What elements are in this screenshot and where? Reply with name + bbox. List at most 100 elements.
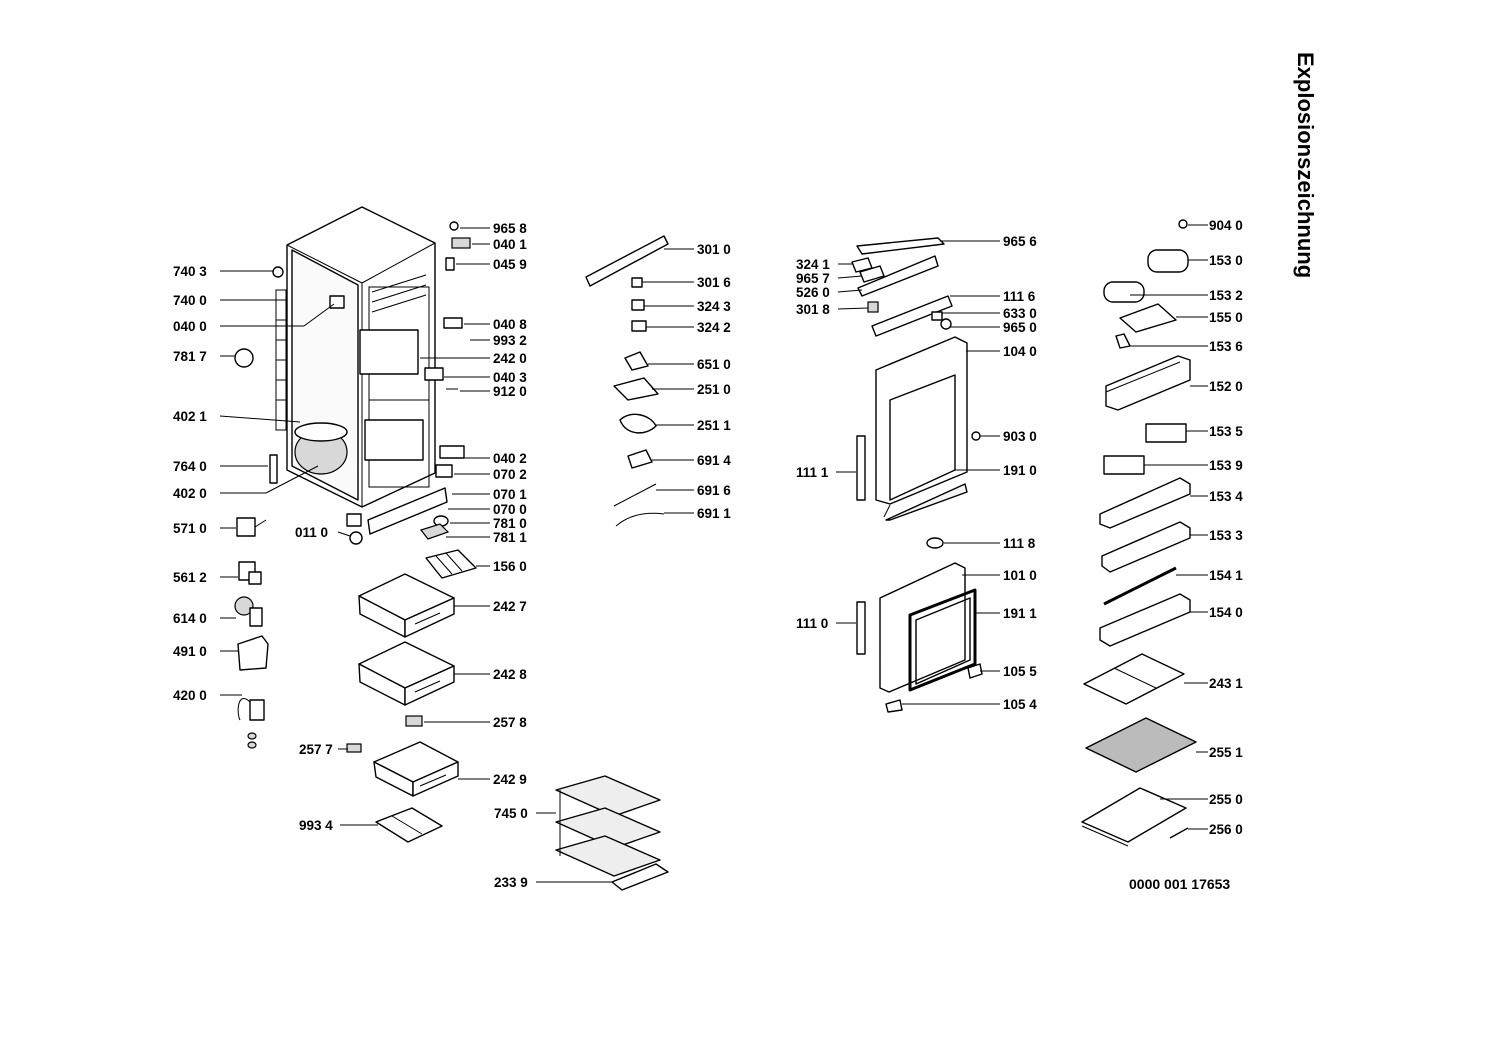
wire-rack-drawing (1085, 717, 1197, 773)
clip-small-drawing (346, 743, 362, 753)
callout-4200: 420 0 (173, 688, 207, 703)
callout-9656: 965 6 (1003, 234, 1037, 249)
switch-drawing (631, 299, 645, 311)
callout-0402: 040 2 (493, 451, 527, 466)
part-drawings (234, 206, 1197, 891)
door-shelf-large-drawing (1105, 355, 1191, 411)
callout-2511: 251 1 (697, 418, 731, 433)
foot-drawing (435, 464, 453, 478)
callout-6911: 691 1 (697, 506, 731, 521)
lamp-holder-drawing (631, 320, 647, 332)
cap-small-drawing (940, 318, 952, 330)
leaflet-drawing (613, 377, 659, 401)
callout-1530: 153 0 (1209, 253, 1243, 268)
callout-1520: 152 0 (1209, 379, 1243, 394)
callout-7400: 740 0 (173, 293, 207, 308)
callout-0408: 040 8 (493, 317, 527, 332)
grid-drawing (419, 523, 450, 540)
lamp-drawing (624, 351, 649, 371)
callout-3010: 301 0 (697, 242, 731, 257)
hinge-cap-drawing (967, 663, 983, 679)
glass-shelf-drawing (1083, 653, 1185, 705)
cover-ring-drawing (619, 413, 657, 434)
callout-4021: 402 1 (173, 409, 207, 424)
callout-2578: 257 8 (493, 715, 527, 730)
wire-shelves-drawing (555, 775, 661, 877)
callout-1111: 111 1 (796, 465, 829, 480)
rail-drawing (871, 295, 953, 337)
drawer-2-drawing (358, 641, 455, 706)
hinge-mid-drawing (443, 317, 463, 329)
butter-dish-lid-drawing (1147, 249, 1189, 273)
callout-1116: 111 6 (1003, 289, 1036, 304)
callout-6330: 633 0 (1003, 306, 1037, 321)
callout-5260: 526 0 (796, 285, 830, 300)
light-housing-drawing (857, 255, 939, 297)
holder-drawing (867, 301, 879, 313)
callout-9040: 904 0 (1209, 218, 1243, 233)
hinge-top-drawing (451, 237, 471, 249)
callout-2420: 242 0 (493, 351, 527, 366)
door-shelf-c-drawing (1099, 593, 1191, 647)
door-shelf-b-drawing (1101, 521, 1191, 573)
callout-2431: 243 1 (1209, 676, 1243, 691)
cable-drawing (615, 512, 665, 527)
callout-6510: 651 0 (697, 357, 731, 372)
top-cover-drawing (856, 237, 945, 255)
callout-3243: 324 3 (697, 299, 731, 314)
callout-4910: 491 0 (173, 644, 207, 659)
callout-2429: 242 9 (493, 772, 527, 787)
small-box-b-drawing (1103, 455, 1145, 475)
callout-0400: 040 0 (173, 319, 207, 334)
callout-1534: 153 4 (1209, 489, 1243, 504)
capacitor-drawing (237, 698, 265, 749)
callout-1550: 155 0 (1209, 310, 1243, 325)
pin-drawing (445, 257, 455, 271)
callout-1110: 111 0 (796, 616, 828, 631)
hinge-center-drawing (424, 367, 444, 381)
callout-0459: 045 9 (493, 257, 527, 272)
relay-drawing (238, 561, 262, 585)
small-box-a-drawing (1145, 423, 1187, 443)
callout-3018: 301 8 (796, 302, 830, 317)
ice-cube-tray-drawing (375, 807, 443, 843)
document-number: 0000 001 17653 (1129, 876, 1231, 892)
callout-0700: 070 0 (493, 502, 527, 517)
callout-0701: 070 1 (493, 487, 527, 502)
leader-lines (219, 224, 1208, 883)
callout-9030: 903 0 (1003, 429, 1037, 444)
callout-3241: 324 1 (796, 257, 830, 272)
freezer-handle-drawing (856, 601, 866, 655)
bracket-drawing (329, 295, 345, 309)
callout-1540: 154 0 (1209, 605, 1243, 620)
callout-2428: 242 8 (493, 667, 527, 682)
callout-1054: 105 4 (1003, 697, 1037, 712)
callout-1539: 153 9 (1209, 458, 1243, 473)
callout-9932: 993 2 (493, 333, 527, 348)
freezer-door-drawing (879, 562, 977, 693)
door-handle-drawing (856, 435, 866, 501)
callout-0403: 040 3 (493, 370, 527, 385)
callout-1541: 154 1 (1209, 568, 1243, 583)
tube-drawing (613, 483, 657, 507)
egg-tray-drawing (1119, 303, 1177, 333)
door-shelf-a-drawing (1099, 477, 1191, 529)
callout-7810: 781 0 (493, 516, 527, 531)
diagram-title: Explosionszeichnung (1293, 52, 1318, 279)
callout-2560: 256 0 (1209, 822, 1243, 837)
hinge-bottom-drawing (439, 445, 465, 459)
shelf-trim-drawing (1169, 827, 1189, 839)
screw-drawing (449, 221, 459, 231)
handle-drawing (627, 449, 653, 469)
cover-drawing (237, 635, 269, 671)
callout-7403: 740 3 (173, 264, 207, 279)
callout-9120: 912 0 (493, 384, 527, 399)
callout-9934: 993 4 (299, 818, 333, 833)
hinge-cap-small-drawing (885, 699, 903, 713)
clip-drawing (405, 715, 423, 727)
fridge-door-drawing (875, 336, 968, 521)
egg-cover-knob-drawing (1178, 219, 1188, 229)
cover-shelf-drawing (1081, 787, 1187, 847)
callout-2339: 233 9 (494, 875, 528, 890)
